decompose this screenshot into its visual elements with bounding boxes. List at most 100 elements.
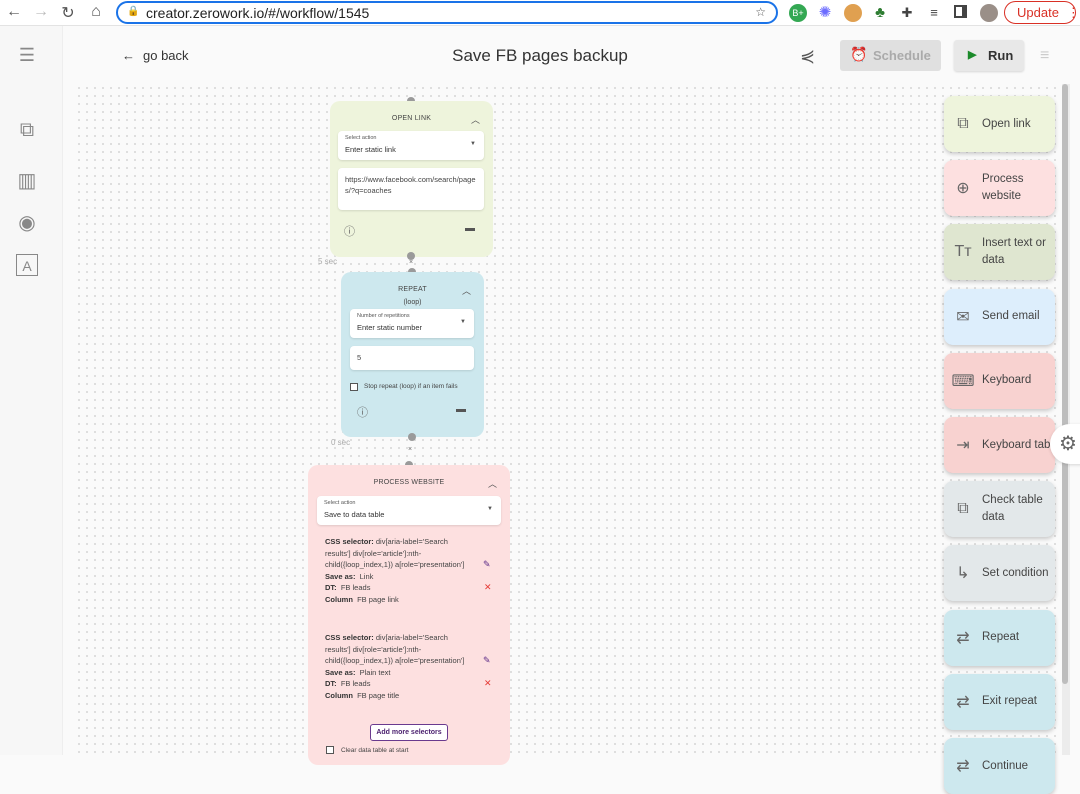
select-action-dropdown[interactable]: Select action Enter static link ▼ (338, 131, 484, 160)
workflow-canvas[interactable] (75, 84, 1060, 755)
reload-icon[interactable]: ↻ (61, 5, 75, 22)
checkbox-label: Clear data table at start (341, 747, 409, 754)
update-button[interactable]: Update⋮ (1004, 1, 1080, 24)
alarm-icon: ⏰ (850, 46, 868, 62)
browser-toolbar: ← → ↻ ⌂ 🔒 creator.zerowork.io/#/workflow… (0, 0, 1080, 26)
share-icon[interactable]: ⋞ (800, 46, 816, 66)
node-process-website[interactable]: PROCESS WEBSITE ︿ Select action Save to … (308, 465, 510, 765)
profile-avatar[interactable] (980, 4, 998, 22)
more-vert-icon: ⋮ (1066, 5, 1080, 20)
clear-table-checkbox[interactable] (326, 746, 334, 754)
save-as-label: Save as: (325, 571, 356, 581)
open-external-icon[interactable]: ⧉ (19, 119, 35, 141)
palette-item-exit-repeat[interactable]: ⇄Exit repeat (944, 673, 1055, 730)
edit-pencil-icon[interactable]: ✎ (483, 655, 491, 665)
collapse-chevron-icon[interactable]: ︿ (470, 115, 480, 125)
forward-icon[interactable]: → (33, 3, 49, 20)
stop-repeat-checkbox[interactable] (350, 383, 358, 391)
run-button[interactable]: ▶Run (954, 40, 1024, 71)
palette-item-send-email[interactable]: ✉Send email (944, 288, 1055, 345)
continue-icon: ⇄ (956, 758, 970, 775)
remove-link-icon[interactable]: × (409, 259, 414, 266)
node-title: REPEAT (398, 286, 427, 293)
palette-item-set-condition[interactable]: ↳Set condition (944, 545, 1055, 602)
palette-item-keyboard-tab[interactable]: ⇥ Keyboard tab (944, 417, 1055, 473)
extension-cookie-icon[interactable] (844, 4, 862, 22)
run-label: Run (988, 48, 1014, 63)
palette-item-process-website[interactable]: ⊕Process website (944, 160, 1055, 217)
info-icon[interactable]: ⓘ (344, 226, 355, 238)
field-label: Select action (324, 500, 356, 506)
edit-pencil-icon[interactable]: ✎ (483, 559, 491, 569)
save-as-value: Plain text (359, 667, 391, 677)
url-input[interactable]: https://www.facebook.com/search/pages/?q… (338, 168, 484, 210)
open-in-new-icon: ⧉ (957, 115, 969, 132)
palette-item-insert-text-or-data[interactable]: Tт Insert text or data (944, 224, 1055, 281)
home-icon[interactable]: ⌂ (91, 3, 101, 20)
media-queue-icon[interactable]: ≡ (930, 5, 938, 20)
workspaces-icon[interactable]: ◉ (18, 212, 36, 234)
remove-link-icon[interactable]: × (408, 446, 413, 453)
dropdown-caret-icon: ▼ (470, 141, 476, 147)
palette-scrollbar-thumb[interactable] (1062, 84, 1068, 684)
comment-icon[interactable]: ▬ (465, 223, 475, 234)
keyboard-icon: ⌨ (951, 372, 975, 390)
tab-arrow-icon: ⇥ (956, 437, 970, 454)
collapse-chevron-icon[interactable]: ︿ (461, 286, 471, 296)
repetitions-input[interactable]: 5 (350, 346, 474, 370)
connector-dot[interactable] (408, 433, 416, 441)
extension-tree-icon[interactable]: ♣ (875, 4, 885, 21)
extension-sun-icon[interactable]: ✺ (818, 4, 832, 21)
dropdown-caret-icon: ▼ (487, 506, 493, 512)
repetitions-dropdown[interactable]: Number of repetitions Enter static numbe… (350, 309, 474, 338)
dt-value: FB leads (340, 583, 371, 592)
text-size-icon: Tт (954, 243, 972, 261)
delete-x-icon[interactable]: ✕ (484, 582, 492, 592)
palette-item-label: Send email (982, 310, 1040, 323)
collapse-chevron-icon[interactable]: ︿ (487, 479, 497, 489)
palette-item-keyboard[interactable]: ⌨Keyboard (944, 352, 1055, 409)
condition-icon: ↳ (956, 565, 970, 583)
palette-item-open-link[interactable]: ⧉Open link (944, 96, 1055, 152)
back-icon[interactable]: ← (6, 3, 22, 20)
arrow-left-icon: ← (122, 48, 135, 63)
settings-gear-icon[interactable]: ⚙ (1050, 424, 1080, 464)
palette-item-label: Keyboard tab (982, 438, 1051, 451)
extensions-puzzle-icon[interactable]: ✚ (901, 5, 913, 20)
repeat-icon: ⇄ (956, 629, 970, 647)
list-icon[interactable]: ≡ (1040, 47, 1050, 64)
palette-item-check-table-data[interactable]: ⧉Check table data (944, 481, 1055, 538)
palette-item-label: Repeat (982, 631, 1020, 644)
side-panel-icon[interactable] (954, 5, 967, 18)
url-text: creator.zerowork.io/#/workflow/1545 (146, 5, 370, 21)
exit-repeat-icon: ⇄ (956, 693, 970, 711)
bookmark-star-icon[interactable]: ☆ (755, 5, 766, 19)
go-back-link[interactable]: ←go back (122, 48, 189, 63)
extension-b-plus-icon[interactable]: B+ (789, 4, 807, 22)
chart-icon[interactable]: ▥ (17, 170, 37, 192)
comment-icon[interactable]: ▬ (456, 404, 466, 415)
page-title: Save FB pages backup (452, 46, 628, 65)
dropdown-caret-icon: ▼ (460, 319, 466, 325)
field-value: Enter static number (357, 323, 423, 332)
connector-dot[interactable] (407, 252, 415, 260)
node-open-link[interactable]: OPEN LINK ︿ Select action Enter static l… (330, 101, 493, 257)
palette-item-label: Insert text or data (982, 237, 1046, 267)
selector-entry: CSS selector: div[aria-label='Search res… (325, 632, 475, 701)
palette-item-continue[interactable]: ⇄Continue (944, 738, 1055, 794)
add-more-selectors-button[interactable]: Add more selectors (370, 724, 448, 741)
info-icon[interactable]: ⓘ (357, 407, 368, 419)
globe-icon: ⊕ (956, 180, 970, 198)
menu-icon[interactable]: ☰ (18, 45, 36, 65)
select-action-dropdown[interactable]: Select action Save to data table ▼ (317, 496, 501, 525)
schedule-button[interactable]: ⏰Schedule (840, 40, 941, 71)
text-select-icon[interactable]: A (16, 254, 38, 276)
delete-x-icon[interactable]: ✕ (484, 678, 492, 688)
delay-label: 0 sec (331, 438, 351, 447)
palette-item-label: Check table data (982, 494, 1043, 524)
palette-item-repeat[interactable]: ⇄ Repeat (944, 609, 1055, 666)
node-subtitle: (loop) (403, 299, 422, 306)
node-repeat[interactable]: REPEAT (loop) ︿ Number of repetitions En… (341, 272, 484, 437)
address-bar[interactable]: 🔒 creator.zerowork.io/#/workflow/1545 ☆ (116, 1, 778, 24)
css-label: CSS selector: (325, 537, 374, 546)
